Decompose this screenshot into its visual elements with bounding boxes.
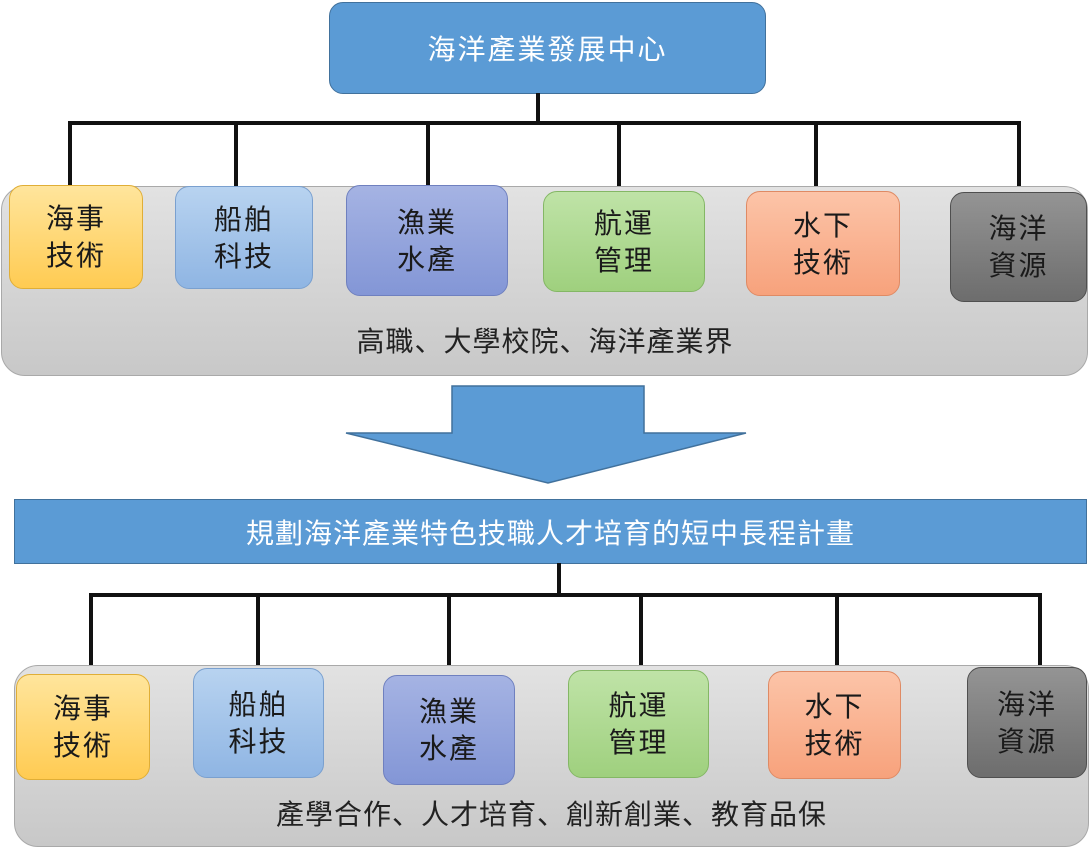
bottom-box-fishery: 漁業 水產 (383, 675, 515, 785)
box-label: 資源 (996, 724, 1057, 758)
bottom-box-maritime-tech: 海事 技術 (16, 674, 150, 780)
connector-bottom-3 (447, 593, 451, 675)
box-label: 資源 (988, 249, 1049, 282)
box-label: 漁業 (418, 695, 479, 728)
connector-bottom-1 (89, 593, 93, 668)
down-arrow-icon (345, 385, 747, 484)
box-label: 水下 (792, 208, 853, 242)
bottom-box-ocean-resources: 海洋 資源 (967, 667, 1087, 778)
connector-top-6 (1017, 121, 1021, 193)
connector-top-bar (68, 121, 1021, 125)
connector-top-3 (426, 121, 430, 185)
plan-banner-label: 規劃海洋產業特色技職人才培育的短中長程計畫 (245, 516, 855, 550)
top-box-maritime-tech: 海事 技術 (9, 185, 143, 289)
connector-top-5 (814, 121, 818, 191)
box-label: 科技 (228, 725, 289, 758)
top-box-shipping-mgmt: 航運 管理 (543, 191, 705, 292)
plan-banner: 規劃海洋產業特色技職人才培育的短中長程計畫 (14, 499, 1087, 564)
connector-bottom-4 (639, 593, 643, 670)
center-title: 海洋產業發展中心 (427, 33, 668, 66)
box-label: 船舶 (213, 202, 274, 236)
box-label: 海事 (45, 202, 106, 235)
connector-bottom-6 (1038, 593, 1042, 667)
box-label: 水下 (804, 690, 865, 723)
box-label: 海事 (52, 692, 113, 725)
connector-bottom-5 (835, 593, 839, 671)
top-panel-caption: 高職、大學校院、海洋產業界 (356, 325, 734, 358)
box-label: 技術 (792, 245, 853, 279)
connector-bottom-2 (256, 593, 260, 668)
top-box-fishery: 漁業 水產 (346, 185, 508, 296)
bottom-panel-caption: 產學合作、人才培育、創新創業、教育品保 (275, 798, 827, 831)
box-label: 管理 (593, 243, 654, 277)
box-label: 技術 (52, 729, 113, 762)
box-label: 管理 (608, 726, 669, 759)
box-label: 航運 (608, 689, 669, 722)
top-box-ocean-resources: 海洋 資源 (950, 192, 1087, 302)
center-title-box: 海洋產業發展中心 (329, 2, 766, 94)
box-label: 水產 (396, 242, 457, 276)
connector-center-stem (536, 93, 540, 124)
top-box-underwater-tech: 水下 技術 (746, 191, 900, 296)
connector-top-2 (234, 121, 238, 186)
box-label: 船舶 (228, 688, 289, 721)
box-label: 海洋 (988, 212, 1049, 245)
connector-top-1 (68, 121, 72, 185)
box-label: 科技 (213, 239, 274, 273)
connector-bottom-bar (89, 593, 1042, 597)
box-label: 技術 (45, 239, 106, 272)
bottom-box-underwater-tech: 水下 技術 (768, 671, 901, 779)
box-label: 技術 (804, 727, 865, 760)
connector-top-4 (617, 121, 621, 191)
box-label: 漁業 (396, 205, 457, 239)
bottom-box-shipping-mgmt: 航運 管理 (568, 670, 709, 778)
bottom-box-ship-tech: 船舶 科技 (193, 668, 324, 778)
box-label: 海洋 (996, 687, 1057, 721)
connector-banner-stem (557, 563, 561, 596)
box-label: 航運 (593, 206, 654, 240)
top-box-ship-tech: 船舶 科技 (175, 186, 313, 289)
box-label: 水產 (418, 732, 479, 765)
